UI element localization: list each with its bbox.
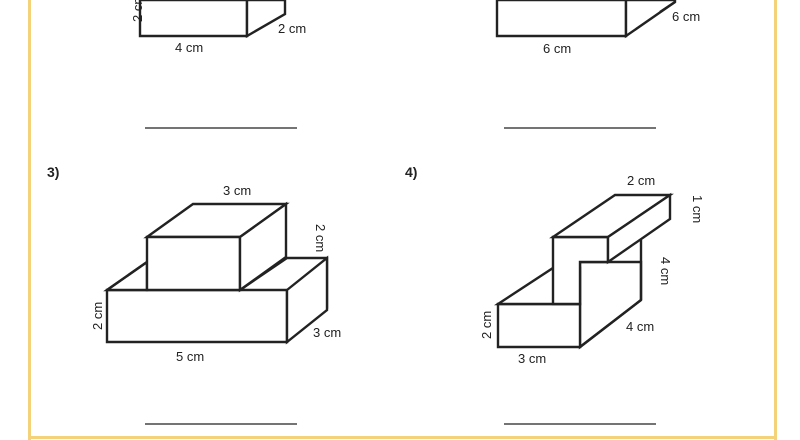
problem-2-side-face (624, 0, 677, 39)
problem-4-base-height-label: 2 cm (479, 311, 494, 339)
problem-2-front-face (495, 0, 628, 38)
problem-3-depth-label: 3 cm (313, 325, 341, 340)
problem-4-figure: 2 cm 1 cm 4 cm 2 cm 3 cm 4 cm (479, 173, 705, 366)
problem-1-figure: 2 cm 4 cm 2 cm (130, 0, 306, 55)
problem-1-front-face (138, 0, 249, 38)
problem-3-upper-front-face (145, 235, 242, 292)
problem-4-slab-height-label: 1 cm (690, 195, 705, 223)
problem-4-base-length-label: 3 cm (518, 351, 546, 366)
problem-3-upper-height-label: 2 cm (313, 224, 328, 252)
problem-4-top-width-label: 2 cm (627, 173, 655, 188)
problem-1-depth-label: 2 cm (278, 21, 306, 36)
problem-4-base-front-face (496, 302, 582, 349)
problem-4-back-post (578, 260, 643, 350)
problem-3-edge (106, 261, 148, 291)
problem-2-depth-label: 6 cm (672, 9, 700, 24)
problem-4-depth-label: 4 cm (626, 319, 654, 334)
problem-4-top-side-face (606, 192, 672, 265)
problem-3-upper-side-face (238, 201, 288, 293)
problem-1-length-label: 4 cm (175, 40, 203, 55)
worksheet-border-bottom (28, 436, 777, 439)
problem-1-side-face (245, 0, 287, 39)
problem-4-number: 4) (405, 164, 417, 180)
problem-3-lower-front-face (105, 288, 289, 344)
problem-3-number: 3) (47, 164, 59, 180)
problem-3-length-label: 5 cm (176, 349, 204, 364)
problem-1-height-label: 2 cm (130, 0, 145, 22)
problem-4-post-bottom-edge (579, 299, 642, 348)
problem-2-top-edge (659, 1, 676, 13)
problem-3-top-width-label: 3 cm (223, 183, 251, 198)
problem-2-length-label: 6 cm (543, 41, 571, 56)
problem-3-lower-height-label: 2 cm (90, 302, 105, 330)
problem-3-figure: 3 cm 2 cm 2 cm 5 cm 3 cm (90, 183, 341, 364)
problem-4-post-height-label: 4 cm (658, 257, 673, 285)
worksheet-border-right (774, 0, 777, 440)
problem-3-lower-side-face (285, 255, 329, 345)
worksheet-border-left (28, 0, 31, 440)
problem-2-figure: 6 cm 6 cm (495, 0, 700, 56)
